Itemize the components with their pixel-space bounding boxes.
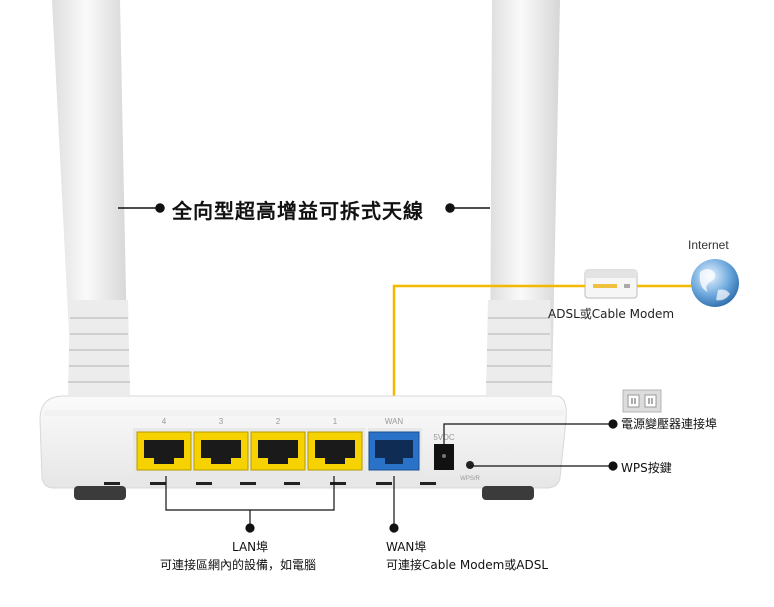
wps-button-label: WPS按鍵 xyxy=(621,461,672,475)
wan-port: WAN xyxy=(368,417,422,474)
wan-title: WAN埠 xyxy=(386,540,427,554)
wan-leader xyxy=(389,476,399,533)
wan-cable xyxy=(392,284,691,432)
power-leader xyxy=(443,419,618,446)
power-port-label: 電源變壓器連接埠 xyxy=(621,417,718,431)
left-antenna xyxy=(52,0,130,395)
wps-jack-label: WPS/R xyxy=(460,476,480,482)
modem-label: ADSL或Cable Modem xyxy=(548,307,675,321)
lan-port xyxy=(193,431,249,471)
internet-label: Internet xyxy=(688,238,729,252)
lan-ports: 4 3 2 1 xyxy=(133,417,365,474)
lan-port xyxy=(307,431,363,471)
right-antenna xyxy=(486,0,560,395)
lan-port xyxy=(136,431,192,471)
lan-bracket xyxy=(165,476,335,533)
power-adapter-icon xyxy=(622,389,662,413)
wan-description: 可連接Cable Modem或ADSL xyxy=(386,558,549,572)
wan-port-label: WAN xyxy=(385,417,404,426)
lan-port xyxy=(250,431,306,471)
modem-icon xyxy=(584,269,638,299)
lan-title: LAN埠 xyxy=(232,540,269,554)
antenna-title: 全向型超高增益可拆式天線 xyxy=(172,199,424,223)
lan-port-number: 3 xyxy=(219,417,224,426)
lan-port-number: 4 xyxy=(162,417,167,426)
globe-icon xyxy=(691,259,739,307)
wps-leader xyxy=(470,461,618,471)
lan-port-number: 1 xyxy=(333,417,338,426)
lan-port-number: 2 xyxy=(276,417,281,426)
lan-description: 可連接區網內的設備，如電腦 xyxy=(160,558,317,572)
antenna-leader xyxy=(118,203,490,213)
wps-jack: WPS/R xyxy=(460,461,480,482)
